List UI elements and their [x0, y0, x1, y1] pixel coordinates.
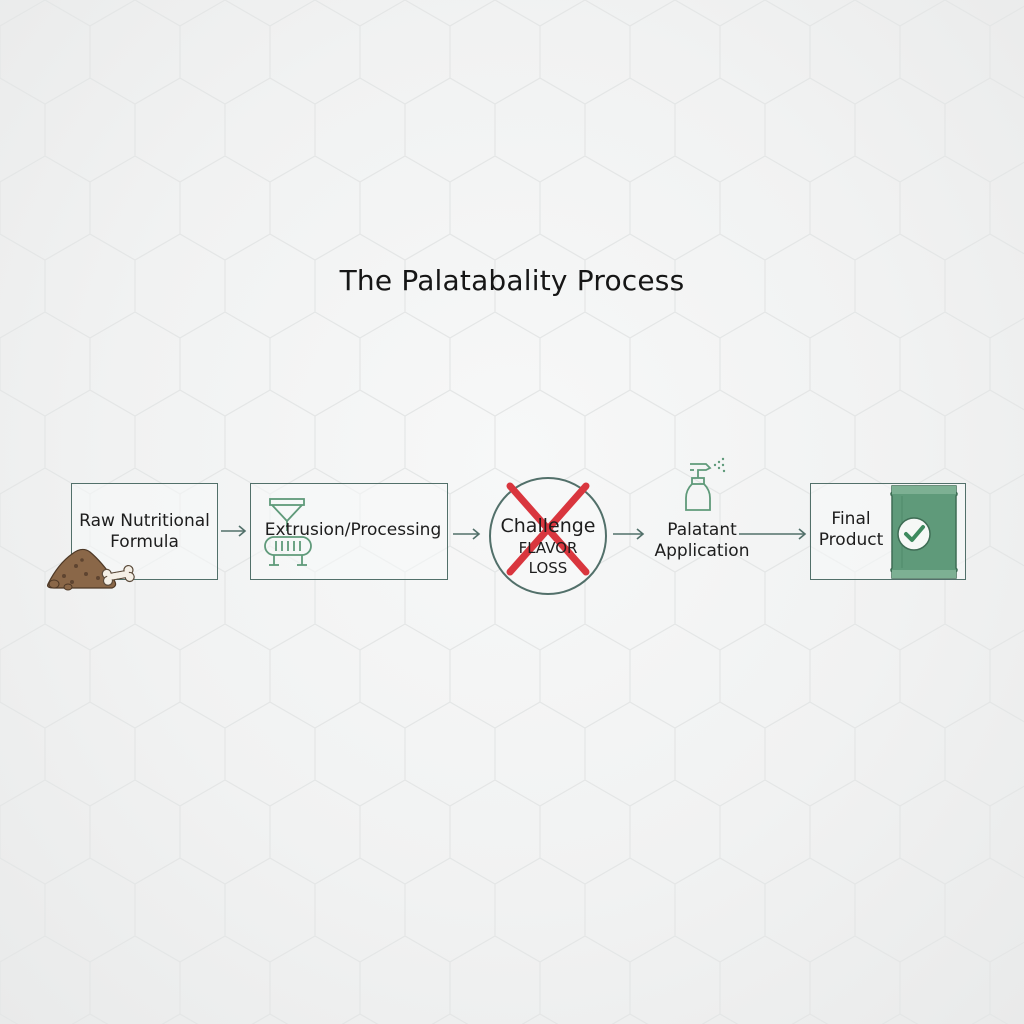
flow-arrow-1 — [221, 525, 247, 537]
red-x-cross-icon — [506, 482, 590, 576]
step-raw-formula-line1: Raw Nutritional — [79, 511, 210, 531]
flow-arrow-2 — [453, 528, 481, 540]
step-final-product-line1: Final — [831, 509, 871, 529]
spray-bottle-icon — [685, 457, 726, 511]
flow-arrow-3 — [613, 528, 645, 540]
step-extrusion-label: Extrusion/Processing — [264, 520, 442, 540]
step-final-product-label: Final Product — [812, 509, 890, 551]
step-challenge-line3: LOSS — [528, 559, 568, 577]
flow-arrow-4 — [739, 528, 807, 540]
extruder-conveyor-icon — [264, 498, 312, 566]
kibble-pile-icon — [47, 548, 135, 591]
product-bag-icon — [890, 485, 958, 579]
step-final-product-line2: Product — [818, 530, 884, 550]
step-palatant-label: Palatant Application — [648, 520, 756, 562]
diagram-title: The Palatabality Process — [339, 264, 685, 297]
step-challenge-line1: Challenge — [500, 515, 596, 537]
step-challenge-line2: FLAVOR — [518, 539, 578, 557]
step-palatant-line1: Palatant — [667, 520, 737, 540]
step-challenge-label: Challenge FLAVOR LOSS — [487, 514, 609, 578]
step-raw-formula-line2: Formula — [110, 532, 179, 552]
step-palatant-line2: Application — [654, 541, 750, 561]
step-raw-formula-label: Raw Nutritional Formula — [71, 511, 218, 553]
